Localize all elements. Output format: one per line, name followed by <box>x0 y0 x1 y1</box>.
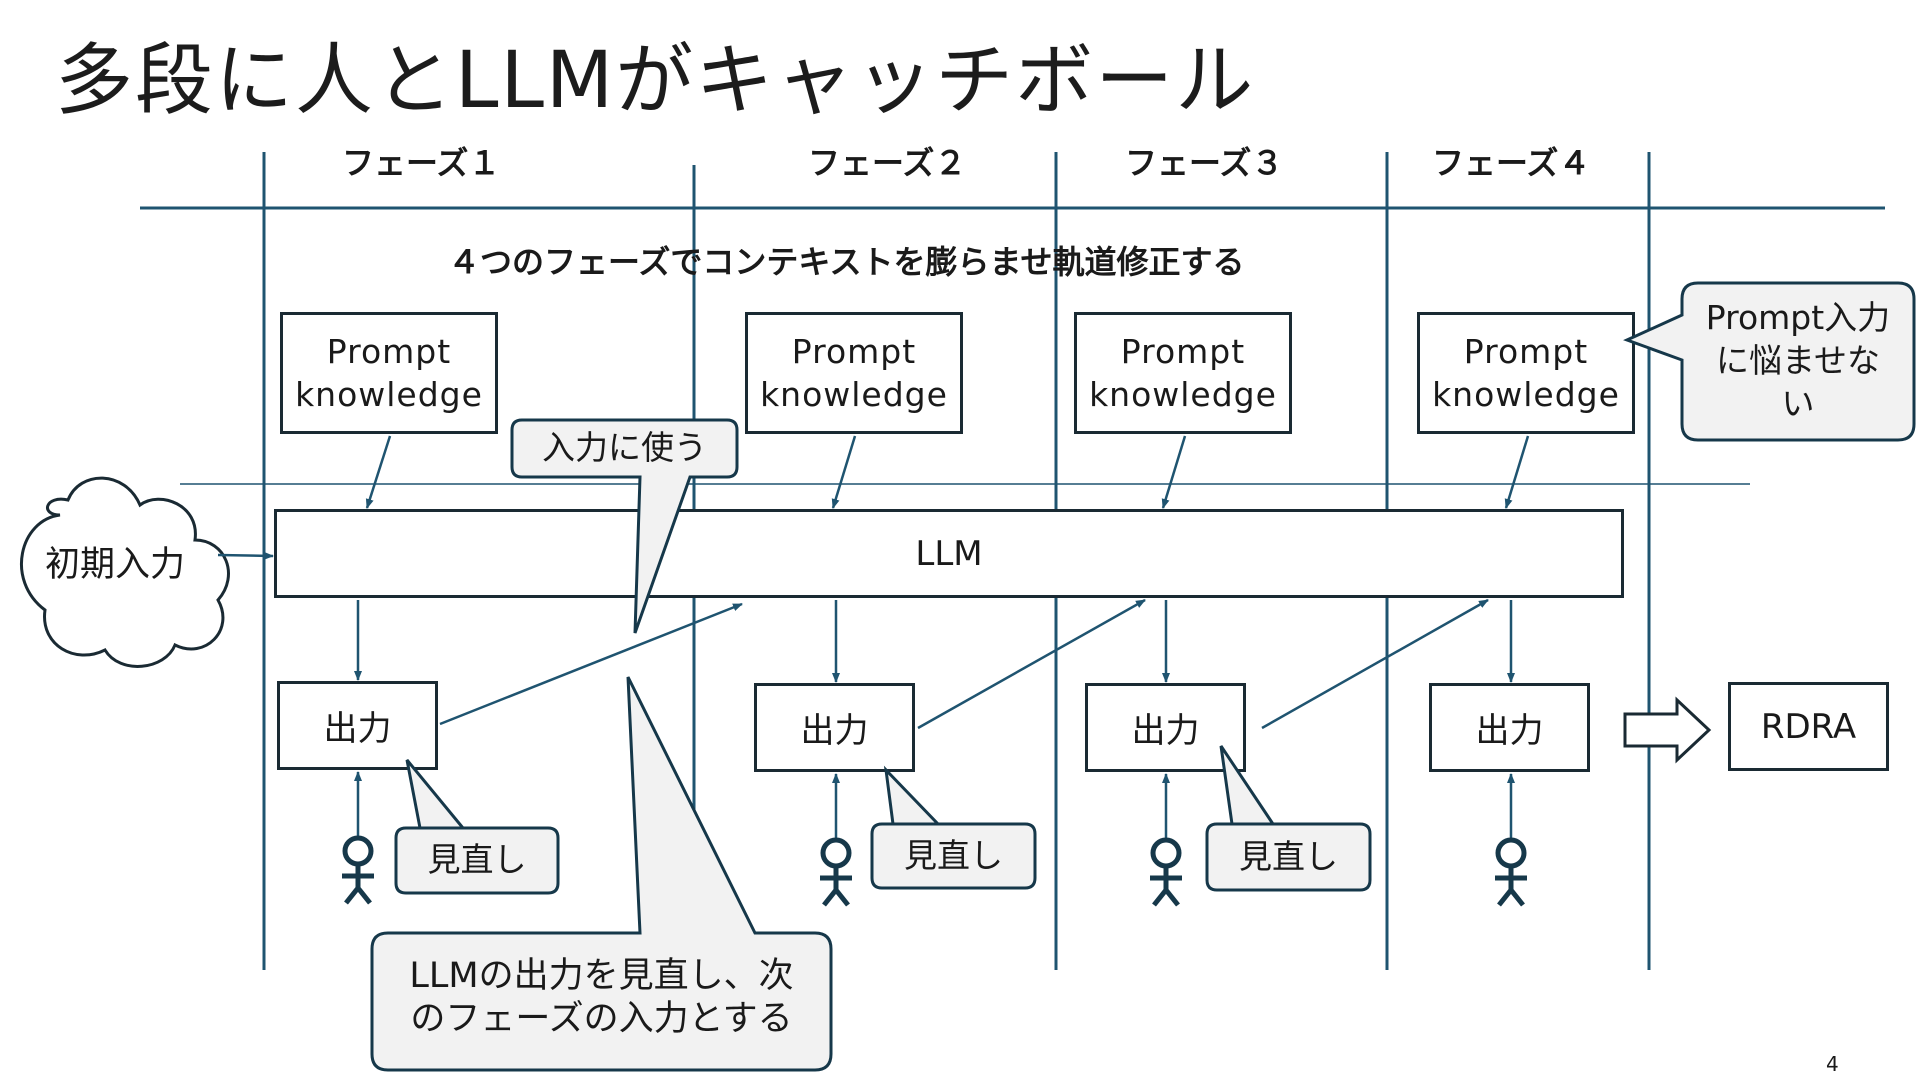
initial-input-label: 初期入力 <box>44 545 185 585</box>
callout-line: LLMの出力を見直し、次 <box>409 956 794 996</box>
callout-line: のフェーズの入力とする <box>410 999 793 1039</box>
prompt-box-2: Prompt knowledge <box>745 312 963 434</box>
knowledge-line: knowledge <box>1089 375 1277 414</box>
initial-input-cloud <box>20 476 230 668</box>
rdra-box: RDRA <box>1728 682 1889 771</box>
output-label: 出力 <box>1475 711 1544 751</box>
review-text-1: 見直し <box>427 840 527 879</box>
callout-line: Prompt入力 <box>1705 298 1891 337</box>
prompt-to-llm-arrow <box>1504 435 1530 509</box>
output-label: 出力 <box>323 709 392 749</box>
no-prompt-worry-text: Prompt入力 に悩ませな い <box>1682 296 1914 425</box>
prompt-to-llm-arrow <box>831 435 857 509</box>
callout-line: に悩ませな <box>1715 341 1880 380</box>
output-box-3: 出力 <box>1085 683 1246 772</box>
output-box-4: 出力 <box>1429 683 1590 772</box>
llm-box: LLM <box>274 509 1624 598</box>
use-as-input-text: 入力に使う <box>542 428 707 467</box>
prompt-to-llm-arrow <box>365 435 392 509</box>
page-title: 多段に人とLLMがキャッチボール <box>55 36 1256 126</box>
knowledge-line: knowledge <box>760 375 948 414</box>
output-label: 出力 <box>800 711 869 751</box>
llm-label: LLM <box>915 533 983 574</box>
callout-line: い <box>1781 384 1815 423</box>
output-label: 出力 <box>1131 711 1200 751</box>
prompt-box-3: Prompt knowledge <box>1074 312 1292 434</box>
prompt-box-4: Prompt knowledge <box>1417 312 1635 434</box>
initial-to-llm-arrow <box>217 551 274 560</box>
output-to-llm-arrow <box>1261 598 1489 730</box>
phase-label-1: フェーズ１ <box>342 144 501 182</box>
review-text-3: 見直し <box>1239 837 1338 876</box>
phase-label-4: フェーズ４ <box>1432 144 1591 182</box>
diagram-subtitle: ４つのフェーズでコンテキストを膨らませ軌道修正する <box>448 243 1245 281</box>
person-icon <box>1495 837 1527 907</box>
output-to-llm-arrow <box>917 598 1146 730</box>
review-next-text: LLMの出力を見直し、次 のフェーズの入力とする <box>372 955 831 1041</box>
person-icon <box>1150 837 1182 907</box>
prompt-to-llm-arrow <box>1161 435 1187 509</box>
page-number: 4 <box>1826 1052 1839 1076</box>
prompt-line: Prompt <box>1120 332 1246 371</box>
phase-label-3: フェーズ３ <box>1125 144 1284 182</box>
rdra-label: RDRA <box>1760 706 1857 747</box>
person-icon <box>820 837 852 907</box>
prompt-line: Prompt <box>791 332 917 371</box>
person-icon <box>342 835 374 905</box>
prompt-box-1: Prompt knowledge <box>280 312 498 434</box>
review-text-2: 見直し <box>904 836 1003 875</box>
output-box-1: 出力 <box>277 681 438 770</box>
prompt-line: Prompt <box>1463 332 1589 371</box>
output-to-llm-arrow <box>439 602 743 726</box>
knowledge-line: knowledge <box>295 375 483 414</box>
knowledge-line: knowledge <box>1432 375 1620 414</box>
output-box-2: 出力 <box>754 683 915 772</box>
prompt-line: Prompt <box>326 332 452 371</box>
phase-label-2: フェーズ２ <box>808 144 967 182</box>
block-arrow-icon <box>1623 696 1712 764</box>
